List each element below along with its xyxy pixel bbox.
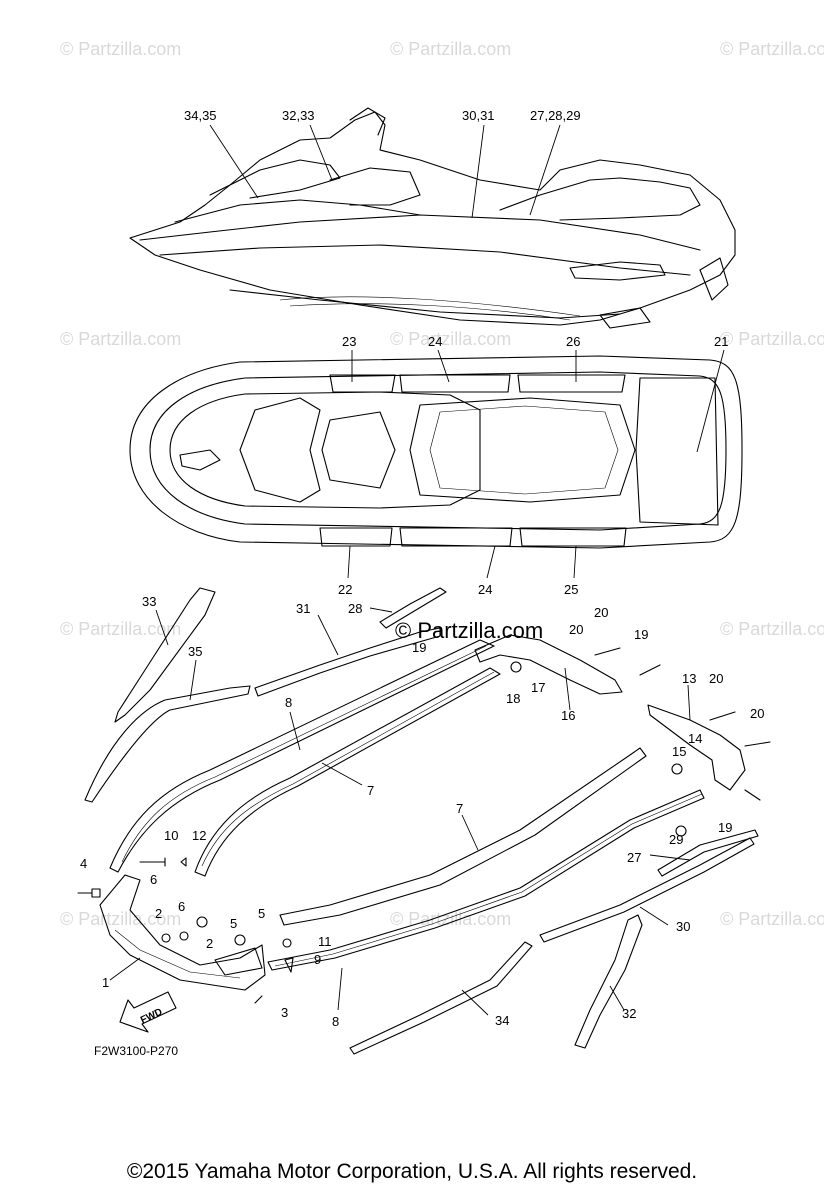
- watermark: © Partzilla.com: [60, 619, 181, 639]
- part-31-strip: [254, 627, 441, 697]
- copyright-footer: ©2015 Yamaha Motor Corporation, U.S.A. A…: [126, 1160, 698, 1183]
- callout-label: 34: [495, 1013, 509, 1028]
- part-7-rail-lower: [279, 747, 647, 926]
- callout-label: 4: [80, 856, 87, 871]
- part-30-strip: [539, 837, 755, 943]
- side-view-hull: [129, 107, 736, 329]
- callout-label: 1: [102, 975, 109, 990]
- callouts-side-view: 34,35 32,33 30,31 27,28,29: [184, 108, 581, 123]
- callout-label: 5: [230, 916, 237, 931]
- callout-label: 9: [314, 952, 321, 967]
- top-view-hull: [129, 355, 743, 549]
- callout-label: 31: [296, 601, 310, 616]
- callout-label: 27,28,29: [530, 108, 581, 123]
- part-27-strip: [657, 829, 759, 877]
- callout-label: 8: [285, 695, 292, 710]
- callout-label: 18: [506, 691, 520, 706]
- watermark: © Partzilla.com: [60, 39, 181, 59]
- callout-label: 10: [164, 828, 178, 843]
- callout-label: 19: [412, 640, 426, 655]
- watermark: © Partzilla.com: [390, 329, 511, 349]
- drawing-code: F2W3100-P270: [94, 1044, 178, 1058]
- callout-label: 6: [150, 872, 157, 887]
- callout-label: 19: [718, 820, 732, 835]
- callout-label: 33: [142, 594, 156, 609]
- part-16-bracket: [474, 634, 623, 695]
- callout-label: 2: [206, 936, 213, 951]
- callout-label: 16: [561, 708, 575, 723]
- callout-label: 27: [627, 850, 641, 865]
- callout-label: 26: [566, 334, 580, 349]
- callout-label: 20: [594, 605, 608, 620]
- fwd-label: FWD: [139, 1007, 164, 1027]
- watermark: © Partzilla.com: [60, 909, 181, 929]
- callout-label: 11: [318, 934, 332, 949]
- callout-label: 32,33: [282, 108, 315, 123]
- callout-label: 6: [178, 899, 185, 914]
- callout-label: 14: [688, 731, 702, 746]
- center-watermark: © Partzilla.com: [395, 618, 543, 643]
- part-32-strip: [574, 914, 643, 1049]
- callout-label: 35: [188, 644, 202, 659]
- watermark: © Partzilla.com: [60, 329, 181, 349]
- watermark: © Partzilla.com: [720, 39, 824, 59]
- callout-label: 13: [682, 671, 696, 686]
- exploded-parts: [77, 587, 771, 1055]
- watermark: © Partzilla.com: [390, 909, 511, 929]
- callout-label: 25: [564, 582, 578, 597]
- callout-label: 30,31: [462, 108, 495, 123]
- callout-label: 29: [669, 832, 683, 847]
- part-13-bracket: [647, 704, 746, 791]
- callout-label: 5: [258, 906, 265, 921]
- callout-label: 32: [622, 1006, 636, 1021]
- part-8-rail-lower: [267, 789, 705, 971]
- callout-label: 17: [531, 680, 545, 695]
- callout-label: 20: [709, 671, 723, 686]
- callout-label: 3: [281, 1005, 288, 1020]
- callout-label: 30: [676, 919, 690, 934]
- callout-label: 2: [155, 906, 162, 921]
- callout-label: 8: [332, 1014, 339, 1029]
- callout-label: 15: [672, 744, 686, 759]
- callout-label: 12: [192, 828, 206, 843]
- watermark: © Partzilla.com: [720, 909, 824, 929]
- callouts-exploded: 33 31 28 20 20 19 35 19 18 17 16 13 20 8…: [80, 594, 764, 1029]
- callout-label: 7: [456, 801, 463, 816]
- leader-lines: [109, 124, 725, 1016]
- part-34-strip: [349, 941, 533, 1055]
- watermark: © Partzilla.com: [720, 619, 824, 639]
- watermarks: © Partzilla.com © Partzilla.com © Partzi…: [60, 39, 824, 929]
- callouts-top-view: 23 24 26 21 22 24 25: [338, 334, 728, 597]
- fwd-arrow: FWD: [119, 991, 177, 1033]
- part-33-strip: [114, 587, 216, 723]
- watermark: © Partzilla.com: [390, 39, 511, 59]
- callout-label: 19: [634, 627, 648, 642]
- callout-label: 28: [348, 601, 362, 616]
- callout-label: 24: [428, 334, 442, 349]
- callout-label: 20: [750, 706, 764, 721]
- callout-label: 22: [338, 582, 352, 597]
- callout-label: 7: [367, 783, 374, 798]
- callout-label: 21: [714, 334, 728, 349]
- part-8-rail-upper: [109, 639, 495, 873]
- part-28-strip: [379, 587, 447, 629]
- callout-label: 23: [342, 334, 356, 349]
- part-7-rail-upper: [194, 667, 501, 877]
- part-35-strip: [84, 685, 251, 803]
- watermark: © Partzilla.com: [720, 329, 824, 349]
- callout-label: 34,35: [184, 108, 217, 123]
- callout-label: 20: [569, 622, 583, 637]
- callout-label: 24: [478, 582, 492, 597]
